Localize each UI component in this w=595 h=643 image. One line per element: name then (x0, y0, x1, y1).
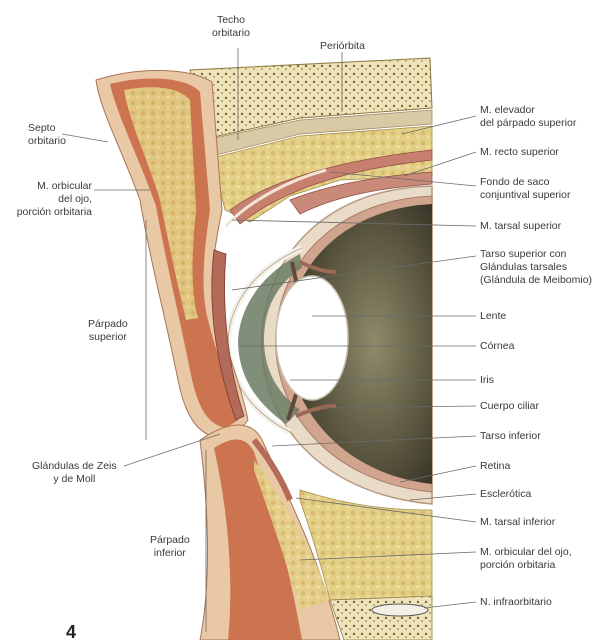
label-cornea: Córnea (480, 340, 514, 353)
leader-septo (62, 134, 108, 142)
label-n-infraorbitario: N. infraorbitario (480, 596, 552, 609)
label-m-recto-superior: M. recto superior (480, 146, 559, 159)
infraorbital-nerve (372, 604, 428, 616)
label-iris: Iris (480, 374, 494, 387)
lens (276, 276, 348, 400)
label-lente: Lente (480, 310, 506, 323)
label-m-tarsal-superior: M. tarsal superior (480, 220, 561, 233)
label-m-tarsal-inferior: M. tarsal inferior (480, 516, 555, 529)
label-esclerotica: Esclerótica (480, 488, 531, 501)
label-tarso-inferior: Tarso inferior (480, 430, 541, 443)
orbital-floor-bone (330, 596, 432, 640)
label-cuerpo-ciliar: Cuerpo ciliar (480, 400, 539, 413)
label-periorbita: Periórbita (320, 40, 365, 53)
label-m-orbicular-inferior: M. orbicular del ojo,porción orbitaria (480, 546, 572, 572)
label-retina: Retina (480, 460, 510, 473)
